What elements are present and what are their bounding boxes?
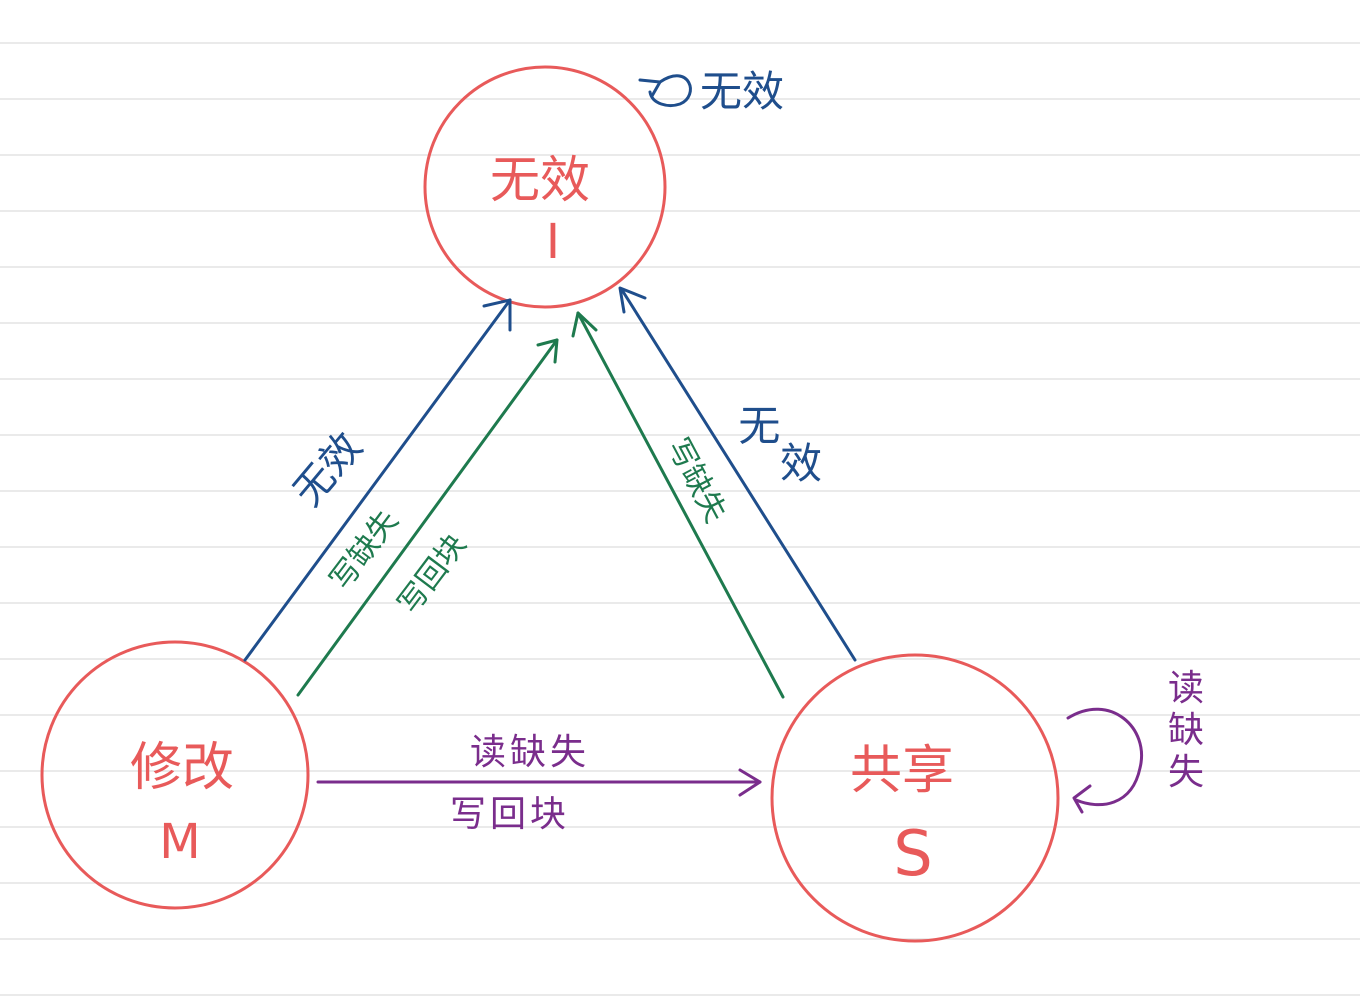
modified-to-shared-arrowhead [738,768,762,797]
invalid-self-loop-arrowhead [638,78,662,98]
invalid-self-loop: 无效 [638,67,784,116]
transition-modified-to-invalid-green: 写缺失 写回块 [296,338,559,697]
shared-self-loop-arrowhead [1072,784,1092,814]
shared-to-invalid-blue-line [620,288,857,662]
state-invalid: 无效 I [423,65,667,309]
ruled-lines [0,42,1360,996]
modified-to-invalid-green-line [296,338,559,697]
state-modified-symbol: M [159,814,200,870]
state-shared-circle [770,653,1060,943]
shared-self-loop-label: 读缺失 [1168,668,1210,793]
state-shared-name: 共享 [850,741,954,801]
modified-to-invalid-green-arrowhead [536,338,559,364]
invalid-self-loop-label: 无效 [700,67,784,116]
modified-to-shared-label-2: 写回块 [450,794,570,835]
state-invalid-symbol: I [546,214,560,270]
transition-shared-to-invalid-blue: 无效 [618,286,860,662]
shared-to-invalid-green-line [576,311,785,699]
modified-to-invalid-green-label-1: 写缺失 [323,504,405,597]
transition-modified-to-invalid-blue: 无效 [243,298,512,662]
shared-to-invalid-blue-arrowhead [618,286,647,314]
state-modified-circle [40,640,310,910]
invalid-self-loop-arc [648,74,692,107]
shared-to-invalid-green-arrowhead [571,311,598,338]
state-invalid-name: 无效 [490,151,590,209]
transition-modified-to-shared: 读缺失 写回块 [316,732,762,835]
state-shared-symbol: S [893,817,932,890]
shared-self-loop-arc [1066,707,1143,807]
state-modified-name: 修改 [130,738,234,798]
state-shared: 共享 S [770,653,1060,943]
state-modified: 修改 M [40,640,310,910]
modified-to-invalid-green-label-2: 写回块 [391,528,473,621]
state-invalid-circle [423,65,667,309]
modified-to-shared-label-1: 读缺失 [470,732,590,773]
modified-to-invalid-blue-arrowhead [482,298,512,332]
modified-to-invalid-blue-label: 无效 [285,424,372,515]
shared-self-loop: 读缺失 [1066,668,1210,814]
shared-to-invalid-blue-label: 无效 [714,374,860,516]
modified-to-invalid-blue-line [243,298,512,662]
transition-shared-to-invalid-green: 写缺失 [571,311,785,699]
